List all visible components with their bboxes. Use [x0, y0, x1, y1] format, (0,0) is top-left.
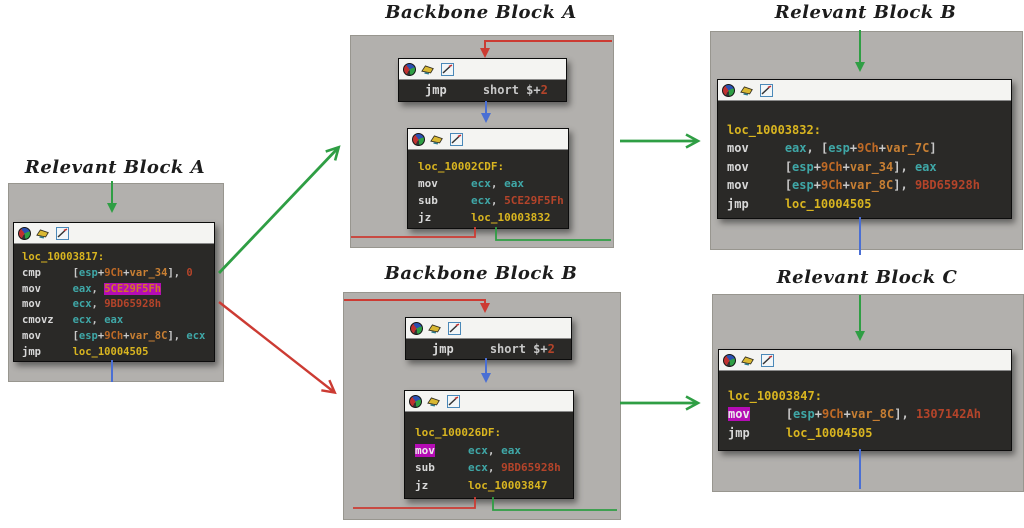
- asm-line: cmovz ecx, eax: [22, 314, 124, 327]
- disassembly-code[interactable]: loc_10003847:mov [esp+9Ch+var_8C], 13071…: [719, 371, 1011, 442]
- pie-chart-icon[interactable]: [409, 394, 422, 408]
- asm-line: sub ecx, 5CE29F5Fh: [418, 194, 564, 207]
- asm-line: mov ecx, eax: [418, 177, 524, 190]
- chart-icon[interactable]: [760, 353, 774, 367]
- disassembly-code[interactable]: loc_100026DF:mov ecx, eax sub ecx, 9BD659…: [405, 412, 573, 494]
- chart-icon[interactable]: [446, 394, 460, 408]
- block-title-bar[interactable]: [718, 80, 1011, 101]
- pie-chart-icon[interactable]: [410, 321, 423, 335]
- asm-line: loc_10003817:: [22, 251, 105, 263]
- write-icon[interactable]: [430, 133, 444, 146]
- caption-backbone-block-b: Backbone Block B: [384, 263, 578, 284]
- caption-backbone-block-a: Backbone Block A: [385, 2, 577, 23]
- asm-line: jmp short $+2: [432, 342, 555, 356]
- asm-line: loc_10003847:: [728, 389, 822, 403]
- write-icon[interactable]: [741, 354, 755, 367]
- asm-line: cmp [esp+9Ch+var_34], 0: [22, 266, 193, 279]
- asm-line: loc_10002CDF:: [418, 160, 505, 173]
- pie-chart-icon[interactable]: [722, 83, 735, 97]
- basic-block-backbone-a-cmp[interactable]: loc_10002CDF:mov ecx, eax sub ecx, 5CE29F…: [407, 128, 569, 229]
- arrow-relevant-a-to-backbone-b: [218, 301, 337, 395]
- chart-icon[interactable]: [447, 321, 461, 335]
- basic-block-backbone-a-jmp[interactable]: jmp short $+2: [398, 58, 567, 102]
- caption-relevant-block-c: Relevant Block C: [776, 267, 958, 288]
- disassembly-code[interactable]: loc_10003817:cmp [esp+9Ch+var_34], 0 mov …: [14, 244, 214, 361]
- asm-line: mov eax, 5CE29F5Fh: [22, 282, 162, 295]
- asm-line: mov [esp+9Ch+var_8C], 9BD65928h: [727, 178, 980, 193]
- block-title-bar[interactable]: [406, 318, 571, 339]
- basic-block-backbone-b-jmp[interactable]: jmp short $+2: [405, 317, 572, 360]
- block-title-bar[interactable]: [408, 129, 568, 150]
- write-icon[interactable]: [36, 227, 50, 240]
- disassembly-code[interactable]: loc_10002CDF:mov ecx, eax sub ecx, 5CE29F…: [408, 150, 568, 226]
- disassembly-code[interactable]: jmp short $+2: [406, 339, 571, 360]
- basic-block-relevant-a[interactable]: loc_10003817:cmp [esp+9Ch+var_34], 0 mov …: [13, 222, 215, 362]
- pie-chart-icon[interactable]: [723, 353, 736, 367]
- asm-line: jz loc_10003847: [415, 478, 548, 492]
- asm-line: jmp loc_10004505: [22, 345, 149, 358]
- asm-line: loc_100026DF:: [415, 426, 502, 439]
- pie-chart-icon[interactable]: [412, 132, 425, 146]
- caption-relevant-block-a: Relevant Block A: [24, 157, 206, 178]
- write-icon[interactable]: [427, 395, 441, 408]
- disassembly-code[interactable]: jmp short $+2: [399, 80, 566, 101]
- pie-chart-icon[interactable]: [18, 226, 31, 240]
- asm-line: mov [esp+9Ch+var_34], eax: [727, 159, 937, 174]
- write-icon[interactable]: [421, 63, 435, 76]
- block-title-bar[interactable]: [719, 350, 1011, 371]
- block-title-bar[interactable]: [399, 59, 566, 80]
- disassembly-code[interactable]: loc_10003832:mov eax, [esp+9Ch+var_7C]mo…: [718, 101, 1011, 213]
- asm-line: mov ecx, eax: [415, 443, 521, 457]
- asm-line: mov [esp+9Ch+var_8C], 1307142Ah: [728, 407, 981, 422]
- basic-block-backbone-b-cmp[interactable]: loc_100026DF:mov ecx, eax sub ecx, 9BD659…: [404, 390, 574, 499]
- asm-line: jmp loc_10004505: [727, 196, 872, 211]
- basic-block-relevant-c[interactable]: loc_10003847:mov [esp+9Ch+var_8C], 13071…: [718, 349, 1012, 451]
- asm-line: mov eax, [esp+9Ch+var_7C]: [727, 141, 937, 156]
- pie-chart-icon[interactable]: [403, 62, 416, 76]
- chart-icon[interactable]: [759, 83, 773, 97]
- write-icon[interactable]: [428, 322, 442, 335]
- chart-icon[interactable]: [449, 132, 463, 146]
- asm-line: loc_10003832:: [727, 123, 821, 137]
- write-icon[interactable]: [740, 84, 754, 97]
- asm-line: sub ecx, 9BD65928h: [415, 461, 561, 474]
- asm-line: jmp loc_10004505: [728, 425, 873, 440]
- block-title-bar[interactable]: [405, 391, 573, 412]
- chart-icon[interactable]: [55, 226, 69, 240]
- asm-line: jz loc_10003832: [418, 211, 551, 224]
- asm-line: jmp short $+2: [425, 83, 548, 97]
- block-title-bar[interactable]: [14, 223, 214, 244]
- chart-icon[interactable]: [440, 62, 454, 76]
- asm-line: mov [esp+9Ch+var_8C], ecx: [22, 329, 206, 342]
- caption-relevant-block-b: Relevant Block B: [774, 2, 957, 23]
- arrow-relevant-a-to-backbone-a: [217, 145, 341, 274]
- basic-block-relevant-b[interactable]: loc_10003832:mov eax, [esp+9Ch+var_7C]mo…: [717, 79, 1012, 219]
- asm-line: mov ecx, 9BD65928h: [22, 298, 162, 311]
